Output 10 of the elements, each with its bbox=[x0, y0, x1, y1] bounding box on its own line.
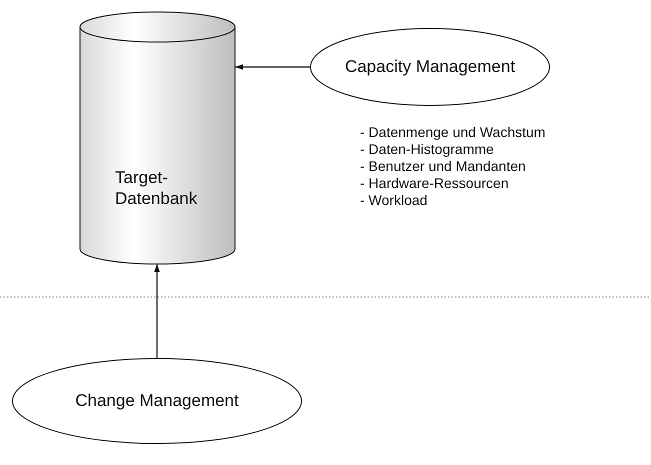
list-item: - Benutzer und Mandanten bbox=[360, 158, 527, 175]
list-item: - Hardware-Ressourcen bbox=[360, 175, 510, 192]
arrow bbox=[154, 264, 160, 358]
list-item: - Daten-Histogramme bbox=[360, 141, 495, 158]
list-item: - Workload bbox=[360, 192, 428, 209]
node-label: Capacity Management bbox=[344, 56, 516, 77]
node-label: Target-Datenbank bbox=[115, 167, 198, 209]
node-label: Change Management bbox=[74, 390, 240, 411]
arrow bbox=[235, 64, 310, 70]
list-item: - Datenmenge und Wachstum bbox=[360, 124, 546, 141]
